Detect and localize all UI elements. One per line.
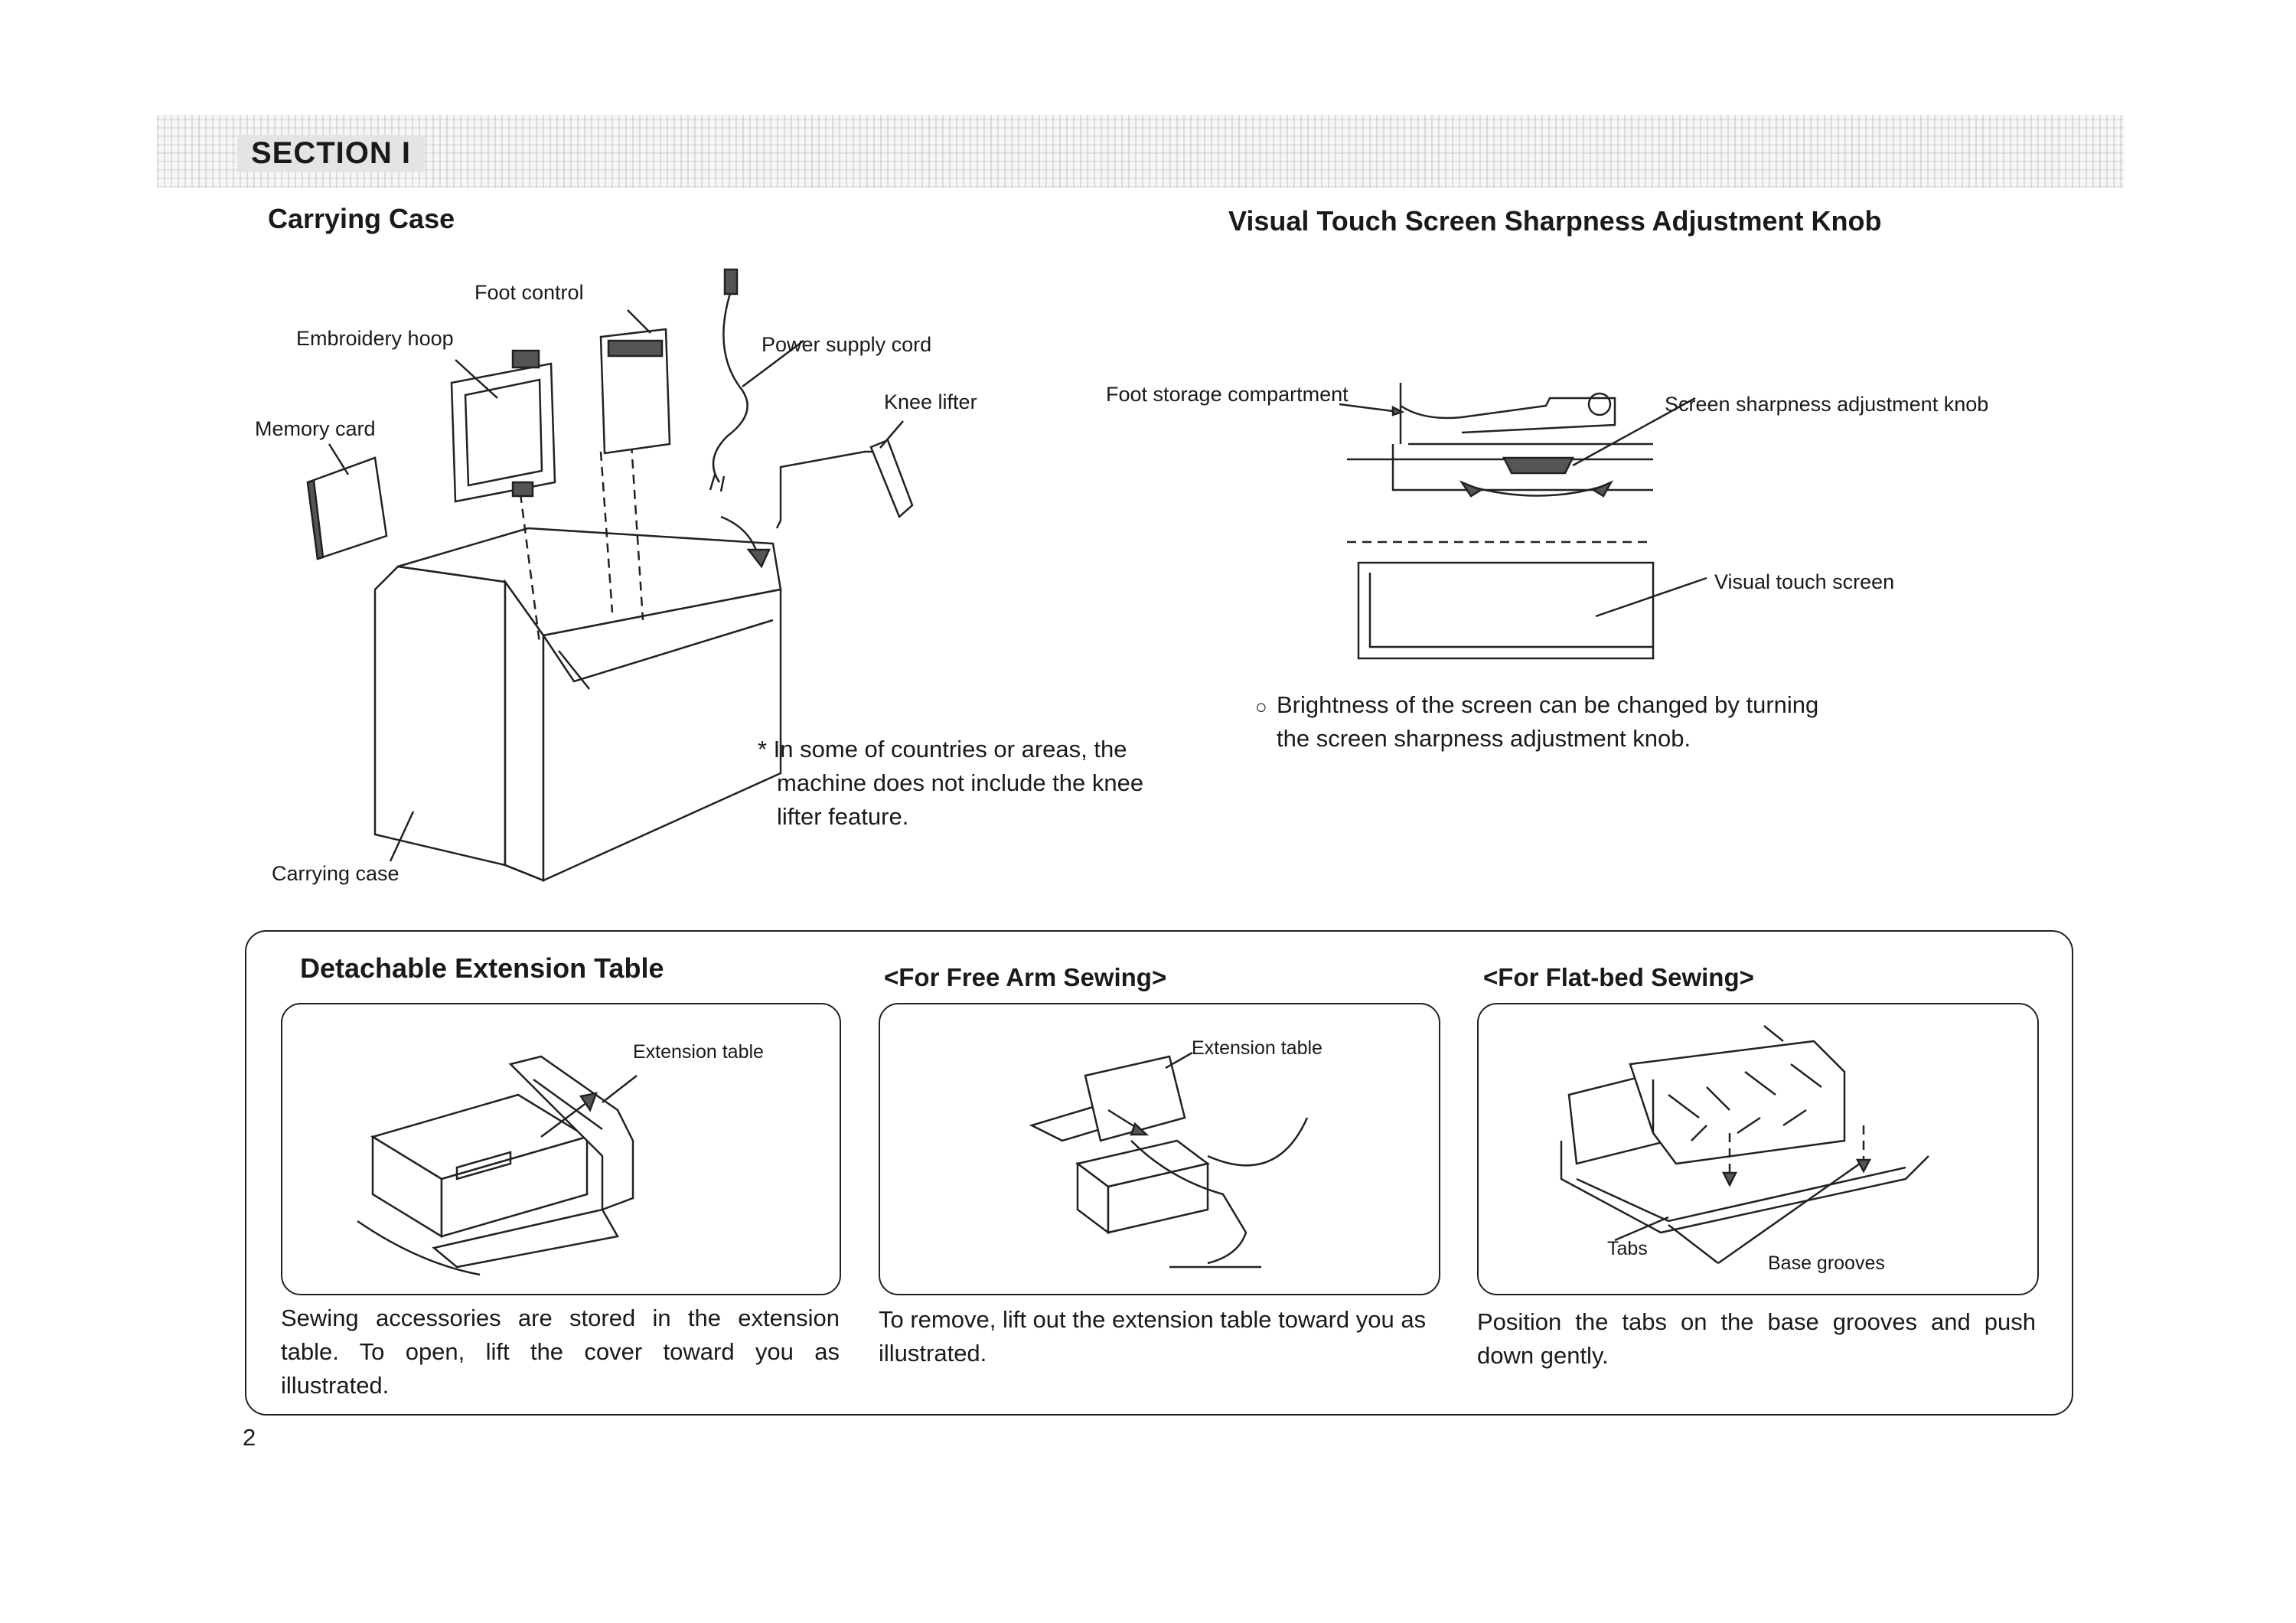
label-foot-control: Foot control [475,281,584,304]
extension-table-remove-illustration [879,1003,1437,1294]
free-arm-heading: <For Free Arm Sewing> [884,963,1167,991]
label-foot-storage: Foot storage compartment [1106,383,1349,406]
carrying-case-heading: Carrying Case [268,203,455,234]
figure-box-2 [879,1003,1440,1295]
bullet-circle-icon: ○ [1255,695,1267,718]
figure-box-1 [281,1003,841,1295]
extension-text-2: To remove, lift out the extension table … [879,1306,1427,1367]
sharpness-knob-illustration [1347,375,1668,674]
label-carrying-case: Carrying case [272,862,400,885]
knee-lifter-note: * In some of countries or areas, the mac… [758,736,1144,830]
carrying-case-illustration [253,253,1018,911]
page-number: 2 [243,1424,256,1451]
label-embroidery-hoop: Embroidery hoop [296,327,454,350]
figure-box-3 [1477,1003,2039,1295]
label-visual-touch-screen: Visual touch screen [1714,570,1895,593]
extension-table-open-illustration [281,1003,840,1294]
label-memory-card: Memory card [255,417,376,440]
sharpness-knob-heading: Visual Touch Screen Sharpness Adjustment… [1228,205,1882,237]
flat-bed-heading: <For Flat-bed Sewing> [1483,963,1754,991]
label-base-grooves: Base grooves [1768,1252,1885,1274]
extension-table-panel [245,930,2073,1416]
extension-table-heading: Detachable Extension Table [300,952,664,984]
label-knee-lifter: Knee lifter [884,390,977,413]
label-extension-table-2: Extension table [1192,1037,1322,1059]
label-power-supply-cord: Power supply cord [762,333,932,356]
section-label: SECTION I [237,135,426,172]
label-sharpness-knob: Screen sharpness adjustment knob [1665,393,1989,416]
label-extension-table-1: Extension table [633,1041,764,1063]
brightness-note: Brightness of the screen can be changed … [1277,691,1819,752]
extension-text-1: Sewing accessories are stored in the ext… [281,1305,840,1399]
section-header-band [157,115,2124,188]
flat-bed-attach-illustration [1477,1003,2036,1294]
extension-text-3: Position the tabs on the base grooves an… [1477,1308,2036,1369]
label-tabs: Tabs [1607,1238,1648,1259]
